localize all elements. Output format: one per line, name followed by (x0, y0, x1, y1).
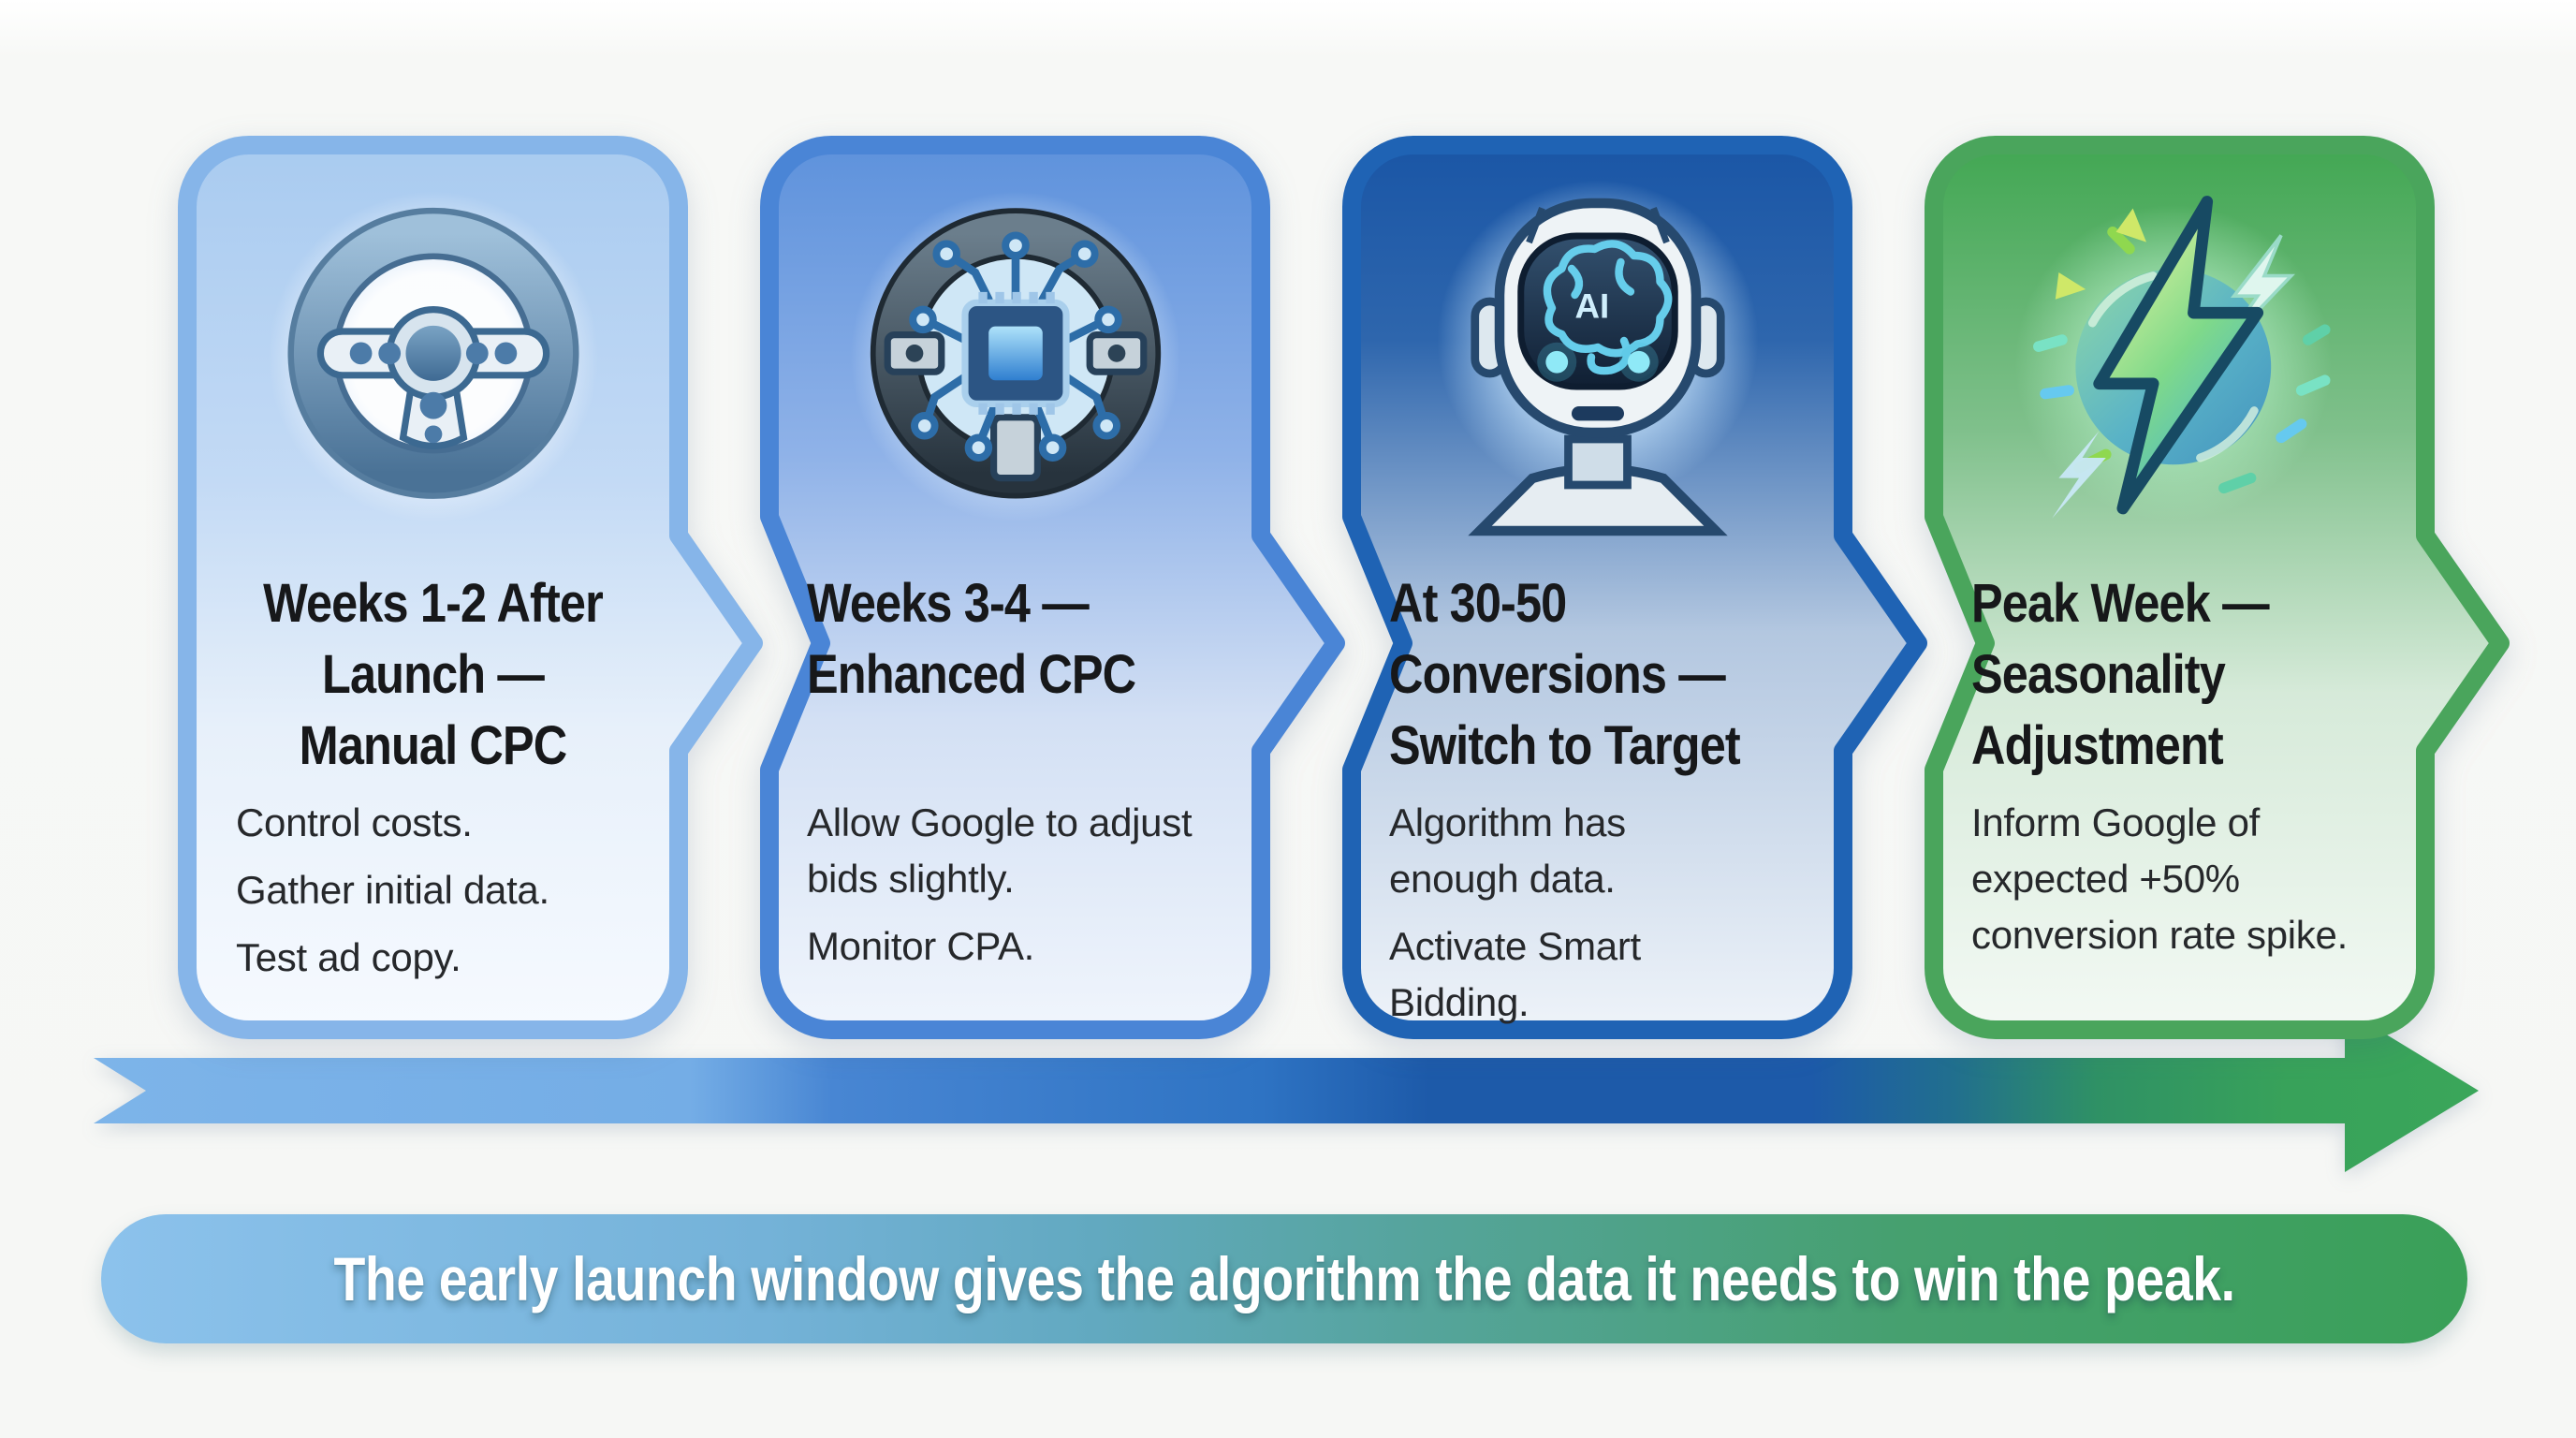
title-line: Conversions — (1389, 644, 1726, 705)
step-card-seasonality: Peak Week — Seasonality Adjustment Infor… (1925, 136, 2510, 1039)
step-card-manual-cpc: Weeks 1-2 After Launch — Manual CPC Cont… (178, 136, 763, 1039)
ai-robot-head-icon: AI (1342, 179, 1852, 536)
chip-steering-wheel-icon (760, 179, 1270, 535)
step-body: Allow Google to adjust bids slightly. Mo… (760, 795, 1247, 986)
title-line: Weeks 3-4 — (807, 573, 1090, 634)
title-line: Peak Week — (1971, 573, 2270, 634)
body-sentence: Algorithm has enough data. (1389, 800, 1626, 901)
step-title: Peak Week — Seasonality Adjustment (1925, 568, 2435, 785)
step-title: Weeks 1-2 After Launch — Manual CPC (178, 568, 688, 785)
body-sentence: Activate Smart Bidding. (1389, 924, 1641, 1024)
step-title: Weeks 3-4 — Enhanced CPC (760, 568, 1270, 785)
title-line: Manual CPC (299, 715, 568, 776)
body-sentence: Test ad copy. (236, 935, 461, 979)
summary-banner: The early launch window gives the algori… (101, 1214, 2467, 1343)
title-line: Launch — (322, 644, 545, 705)
svg-text:AI: AI (1574, 286, 1609, 325)
title-line: Adjustment (1971, 715, 2224, 776)
step-body: Inform Google of expected +50% conversio… (1925, 795, 2351, 975)
title-line: Enhanced CPC (807, 644, 1136, 705)
step-card-enhanced-cpc: Weeks 3-4 — Enhanced CPC Allow Google to… (760, 136, 1345, 1039)
step-body: Algorithm has enough data. Activate Smar… (1342, 795, 1765, 1042)
step-title: At 30-50 Conversions — Switch to Target (1342, 568, 1852, 785)
steering-wheel-icon (178, 179, 688, 535)
body-sentence: Inform Google of expected +50% conversio… (1971, 800, 2348, 957)
body-sentence: Gather initial data. (236, 868, 549, 912)
step-card-switch-to-target: AI At 30-50 Conversions — Switch to Targ… (1342, 136, 1927, 1042)
body-sentence: Control costs. (236, 800, 473, 844)
title-line: Weeks 1-2 After (263, 573, 604, 634)
title-line: Seasonality (1971, 644, 2226, 705)
summary-banner-text: The early launch window gives the algori… (333, 1244, 2235, 1313)
title-line: Switch to Target (1389, 715, 1741, 776)
body-sentence: Monitor CPA. (807, 924, 1035, 968)
lightning-bolt-icon (1925, 179, 2435, 535)
body-sentence: Allow Google to adjust bids slightly. (807, 800, 1193, 901)
title-line: At 30-50 (1389, 573, 1567, 634)
step-body: Control costs. Gather initial data. Test… (178, 795, 661, 997)
